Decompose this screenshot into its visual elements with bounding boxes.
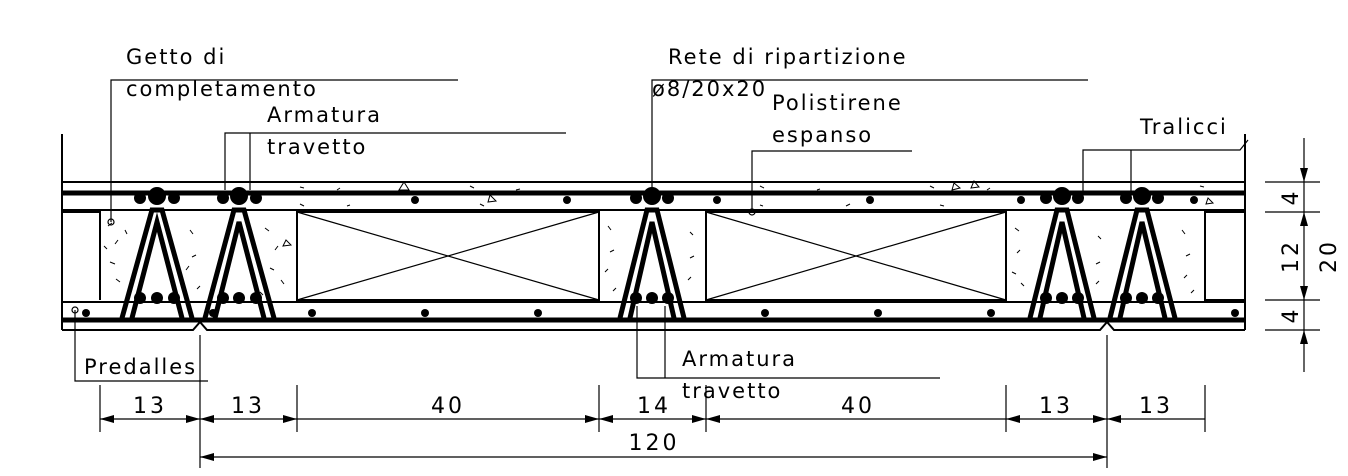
right-block (1204, 211, 1245, 301)
leader-polistirene (751, 150, 912, 212)
dim-13-b: 13 (231, 394, 265, 419)
truss-2 (202, 187, 277, 319)
polystyrene-block-1 (296, 211, 600, 301)
dim-v-total-20: 20 (1317, 239, 1342, 273)
leader-tralicci (1082, 139, 1249, 192)
horizontal-dimension-labels: 13 13 40 14 40 13 13 120 (133, 394, 1173, 456)
predalles-bars (82, 309, 1239, 317)
concrete-texture (103, 180, 1215, 296)
label-predalles: Predalles (84, 355, 197, 379)
label-armatura-bottom-1: Armatura (682, 347, 797, 371)
truss-5 (1107, 187, 1178, 319)
dim-40-b: 40 (841, 394, 875, 419)
dimension-arrows (100, 415, 1121, 461)
dim-13-a: 13 (133, 394, 167, 419)
label-getto-1: Getto di (126, 45, 226, 69)
leader-lines (71, 79, 1249, 382)
dim-14: 14 (637, 394, 671, 419)
vertical-dimension-arrows (1300, 168, 1308, 344)
truss-1 (119, 187, 195, 319)
truss-3 (617, 187, 687, 319)
label-rete-1: Rete di ripartizione (668, 45, 908, 69)
label-getto-2: completamento (126, 77, 318, 101)
leader-rete (651, 79, 1088, 188)
leader-getto (110, 79, 458, 222)
dim-v-4-bottom: 4 (1279, 307, 1304, 324)
vertical-dimension-labels: 4 12 4 20 (1279, 189, 1342, 324)
leader-predalles (74, 310, 208, 382)
label-armatura-top-2: travetto (267, 135, 367, 159)
label-tralicci: Tralicci (1139, 115, 1228, 139)
dim-13-c: 13 (1039, 394, 1073, 419)
dim-13-d: 13 (1139, 394, 1173, 419)
predalles-bottom-line (62, 320, 1245, 331)
polystyrene-block-2 (705, 211, 1007, 301)
net-bars (411, 196, 1198, 204)
label-polistirene-2: espanso (772, 123, 873, 147)
slab-section (61, 134, 1246, 331)
labels: Getto di completamento Armatura travetto… (84, 45, 1228, 403)
dim-total-120: 120 (629, 431, 680, 456)
leader-armatura-top (224, 132, 566, 190)
left-block (62, 211, 101, 300)
dim-40-a: 40 (431, 394, 465, 419)
label-armatura-bottom-2: travetto (682, 379, 782, 403)
label-armatura-top-1: Armatura (267, 103, 382, 127)
dim-v-12: 12 (1279, 239, 1304, 273)
leader-armatura-bottom (636, 306, 940, 379)
truss-4 (1027, 187, 1097, 319)
label-polistirene-1: Polistirene (772, 91, 903, 115)
dim-v-4-top: 4 (1279, 189, 1304, 206)
label-rete-2: ø8/20x20 (652, 77, 767, 101)
